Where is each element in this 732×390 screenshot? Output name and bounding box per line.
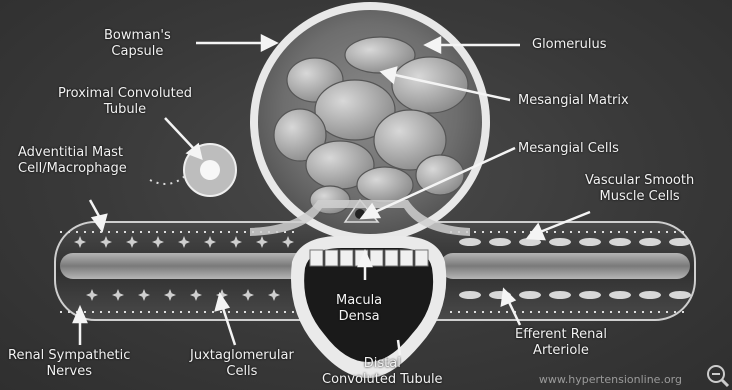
label-proximal-tubule: Proximal Convoluted Tubule: [58, 86, 192, 118]
label-adventitial-mast-cell: Adventitial Mast Cell/Macrophage: [18, 145, 127, 177]
label-distal-tubule: Distal Convoluted Tubule: [322, 356, 443, 388]
zoom-out-icon[interactable]: [708, 366, 728, 386]
watermark: www.hypertensionline.org: [539, 373, 682, 386]
label-glomerulus: Glomerulus: [532, 37, 607, 53]
label-renal-sympathetic-nerves: Renal Sympathetic Nerves: [8, 348, 130, 380]
tubule-tail: [150, 175, 186, 184]
label-mesangial-matrix: Mesangial Matrix: [518, 93, 629, 109]
label-macula-densa: Macula Densa: [336, 293, 382, 325]
label-efferent-arteriole: Efferent Renal Arteriole: [515, 327, 607, 359]
label-bowmans-capsule: Bowman's Capsule: [104, 28, 171, 60]
label-vascular-smooth-muscle: Vascular Smooth Muscle Cells: [585, 173, 694, 205]
label-juxtaglomerular-cells: Juxtaglomerular Cells: [190, 348, 294, 380]
label-mesangial-cells: Mesangial Cells: [518, 141, 619, 157]
